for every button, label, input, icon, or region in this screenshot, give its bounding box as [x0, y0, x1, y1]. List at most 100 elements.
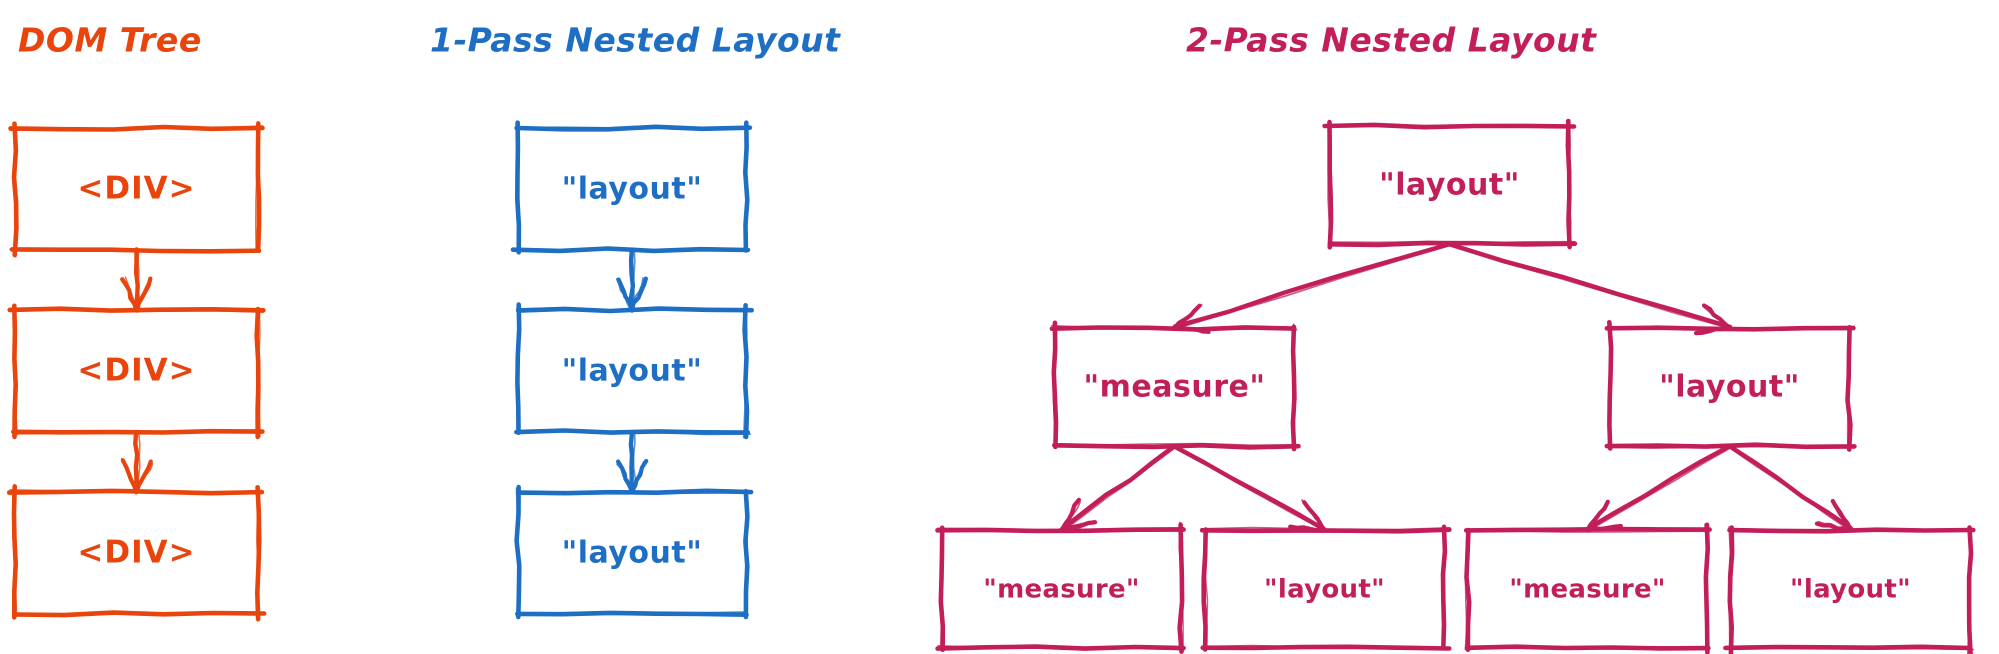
- node-pass1-node-3-edge-shadow: [515, 487, 519, 618]
- node-pass2-l3-b[interactable]: "layout": [1199, 524, 1452, 652]
- connector-pass2-l2-right-to-pass2-l3-c: [1585, 444, 1732, 533]
- arrowhead: [134, 459, 153, 495]
- node-pass2-l3-b-edge: [1201, 527, 1208, 652]
- node-label-pass2-l3-a: "measure": [983, 575, 1140, 605]
- node-pass2-l2-left-edge-shadow: [1052, 321, 1056, 449]
- node-dom-node-1[interactable]: <DIV>: [8, 120, 265, 258]
- node-pass2-l2-left-edge-shadow: [1292, 323, 1296, 451]
- arrowhead: [616, 277, 635, 313]
- nodes-dom-tree: <DIV> <DIV> <DIV>: [6, 120, 267, 622]
- column-title-one-pass-nested-layout: 1-Pass Nested Layout: [430, 21, 841, 60]
- node-dom-node-1-edge-shadow: [254, 120, 260, 253]
- node-pass2-l3-a[interactable]: "measure": [935, 521, 1186, 654]
- column-title-text: 1-Pass Nested Layout: [430, 21, 841, 60]
- arrowhead-shadow: [615, 278, 631, 310]
- connector-shaft-shadow: [632, 249, 636, 310]
- node-pass1-node-3-edge: [515, 610, 749, 617]
- node-pass2-l2-right-edge-shadow: [1608, 325, 1856, 330]
- node-pass2-l3-c-edge-shadow: [1704, 523, 1709, 653]
- connector-shaft: [1585, 444, 1732, 532]
- connector-pass1-node-1-to-pass1-node-2: [615, 248, 648, 313]
- node-label-pass2-l2-right: "layout": [1659, 370, 1800, 405]
- node-label-pass2-l3-d: "layout": [1790, 575, 1911, 605]
- node-pass1-node-2-edge-shadow: [515, 307, 754, 311]
- node-pass1-node-3[interactable]: "layout": [514, 484, 754, 620]
- connector-pass1-node-2-to-pass1-node-3: [616, 430, 649, 495]
- nodes-two-pass-nested-layout: "layout""measure""layout""measure""layou…: [935, 118, 1976, 654]
- arrowhead-shadow: [1061, 519, 1096, 532]
- arrowhead: [1701, 303, 1733, 331]
- node-pass2-l3-d[interactable]: "layout": [1723, 525, 1976, 654]
- node-pass2-root-edge: [1327, 119, 1334, 250]
- node-pass2-l3-a-edge: [938, 525, 946, 652]
- connector-shaft-shadow: [1062, 446, 1177, 532]
- node-pass1-node-1-edge-shadow: [514, 125, 752, 130]
- connector-shaft: [1059, 444, 1177, 532]
- node-pass2-l2-right-edge-shadow: [1605, 444, 1854, 450]
- node-dom-node-2[interactable]: <DIV>: [7, 303, 266, 440]
- node-pass1-node-2-edge-shadow: [517, 305, 521, 432]
- arrowhead-shadow: [1817, 520, 1851, 531]
- node-label-dom-node-2: <DIV>: [77, 353, 195, 389]
- column-dom-tree: DOM Tree <DIV> <DIV> <DIV>: [6, 21, 267, 622]
- arrowhead: [1059, 497, 1081, 533]
- node-pass1-node-1[interactable]: "layout": [510, 120, 753, 255]
- node-pass1-node-2[interactable]: "layout": [514, 302, 754, 440]
- connector-shaft: [628, 430, 635, 492]
- column-title-text: DOM Tree: [18, 21, 202, 60]
- arrowhead-shadow: [616, 463, 636, 494]
- connector-shaft-shadow: [1586, 447, 1732, 532]
- node-pass2-l3-c-edge-shadow: [1465, 646, 1709, 650]
- connector-shaft: [133, 247, 140, 310]
- connectors-one-pass-nested-layout: [615, 248, 649, 495]
- connector-pass2-l2-left-to-pass2-l3-a: [1058, 444, 1177, 533]
- arrowhead: [120, 277, 139, 312]
- connector-pass2-root-to-pass2-l2-right: [1447, 241, 1733, 336]
- node-pass2-l3-a-edge-shadow: [1178, 521, 1184, 653]
- node-pass2-l3-d-edge-shadow: [1725, 645, 1975, 651]
- node-pass2-root[interactable]: "layout": [1322, 118, 1578, 250]
- arrowhead-shadow: [1301, 499, 1325, 532]
- node-pass2-l2-left-edge: [1052, 443, 1301, 450]
- connector-shaft-shadow: [1727, 446, 1851, 532]
- arrowhead-shadow: [1171, 304, 1203, 328]
- nodes-one-pass-nested-layout: "layout" "layout" "layout": [510, 120, 754, 620]
- node-pass2-l2-right[interactable]: "layout": [1604, 320, 1857, 452]
- node-pass2-l2-right-edge-shadow: [1608, 320, 1612, 448]
- node-label-pass1-node-2: "layout": [562, 354, 703, 389]
- node-pass2-l3-a-edge-shadow: [937, 644, 1184, 651]
- connector-shaft: [1172, 241, 1453, 329]
- node-pass2-l3-d-edge-shadow: [1730, 527, 1973, 533]
- node-pass2-l3-a-edge-shadow: [937, 526, 1185, 531]
- arrowhead: [629, 276, 648, 313]
- arrowhead-shadow: [120, 457, 137, 493]
- connector-shaft-shadow: [1447, 244, 1730, 329]
- node-dom-node-1-edge-shadow: [12, 122, 17, 258]
- connector-pass2-root-to-pass2-l2-left: [1171, 241, 1453, 334]
- node-pass2-l3-c-edge-shadow: [1464, 528, 1468, 651]
- arrowhead-shadow: [1588, 501, 1608, 532]
- arrowhead-shadow: [124, 276, 138, 311]
- arrowhead-shadow: [1831, 502, 1853, 532]
- node-pass2-l3-c[interactable]: "measure": [1463, 522, 1712, 654]
- arrowhead-shadow: [136, 462, 154, 493]
- node-dom-node-2-edge-shadow: [13, 307, 19, 436]
- node-pass2-l3-b-edge-shadow: [1202, 644, 1450, 650]
- connector-pass2-l2-left-to-pass2-l3-b: [1172, 444, 1327, 533]
- node-dom-node-3-edge-shadow: [9, 488, 263, 494]
- connector-dom-node-1-to-dom-node-2: [120, 247, 153, 313]
- node-pass2-root-edge: [1327, 240, 1578, 248]
- node-pass2-l3-b-edge: [1199, 527, 1452, 534]
- node-pass2-l2-left[interactable]: "measure": [1049, 320, 1301, 452]
- node-dom-node-3[interactable]: <DIV>: [6, 483, 267, 622]
- node-dom-node-3-edge-shadow: [14, 611, 265, 616]
- node-pass1-node-2-edge-shadow: [742, 304, 748, 439]
- node-dom-node-2-edge: [254, 306, 261, 440]
- node-pass2-l3-b-edge-shadow: [1200, 526, 1451, 531]
- node-label-pass2-l3-c: "measure": [1509, 575, 1666, 605]
- node-pass1-node-1-edge-shadow: [743, 122, 749, 253]
- column-one-pass-nested-layout: 1-Pass Nested Layout"layout""layout""lay…: [430, 21, 841, 620]
- node-pass1-node-3-edge-shadow: [517, 611, 748, 614]
